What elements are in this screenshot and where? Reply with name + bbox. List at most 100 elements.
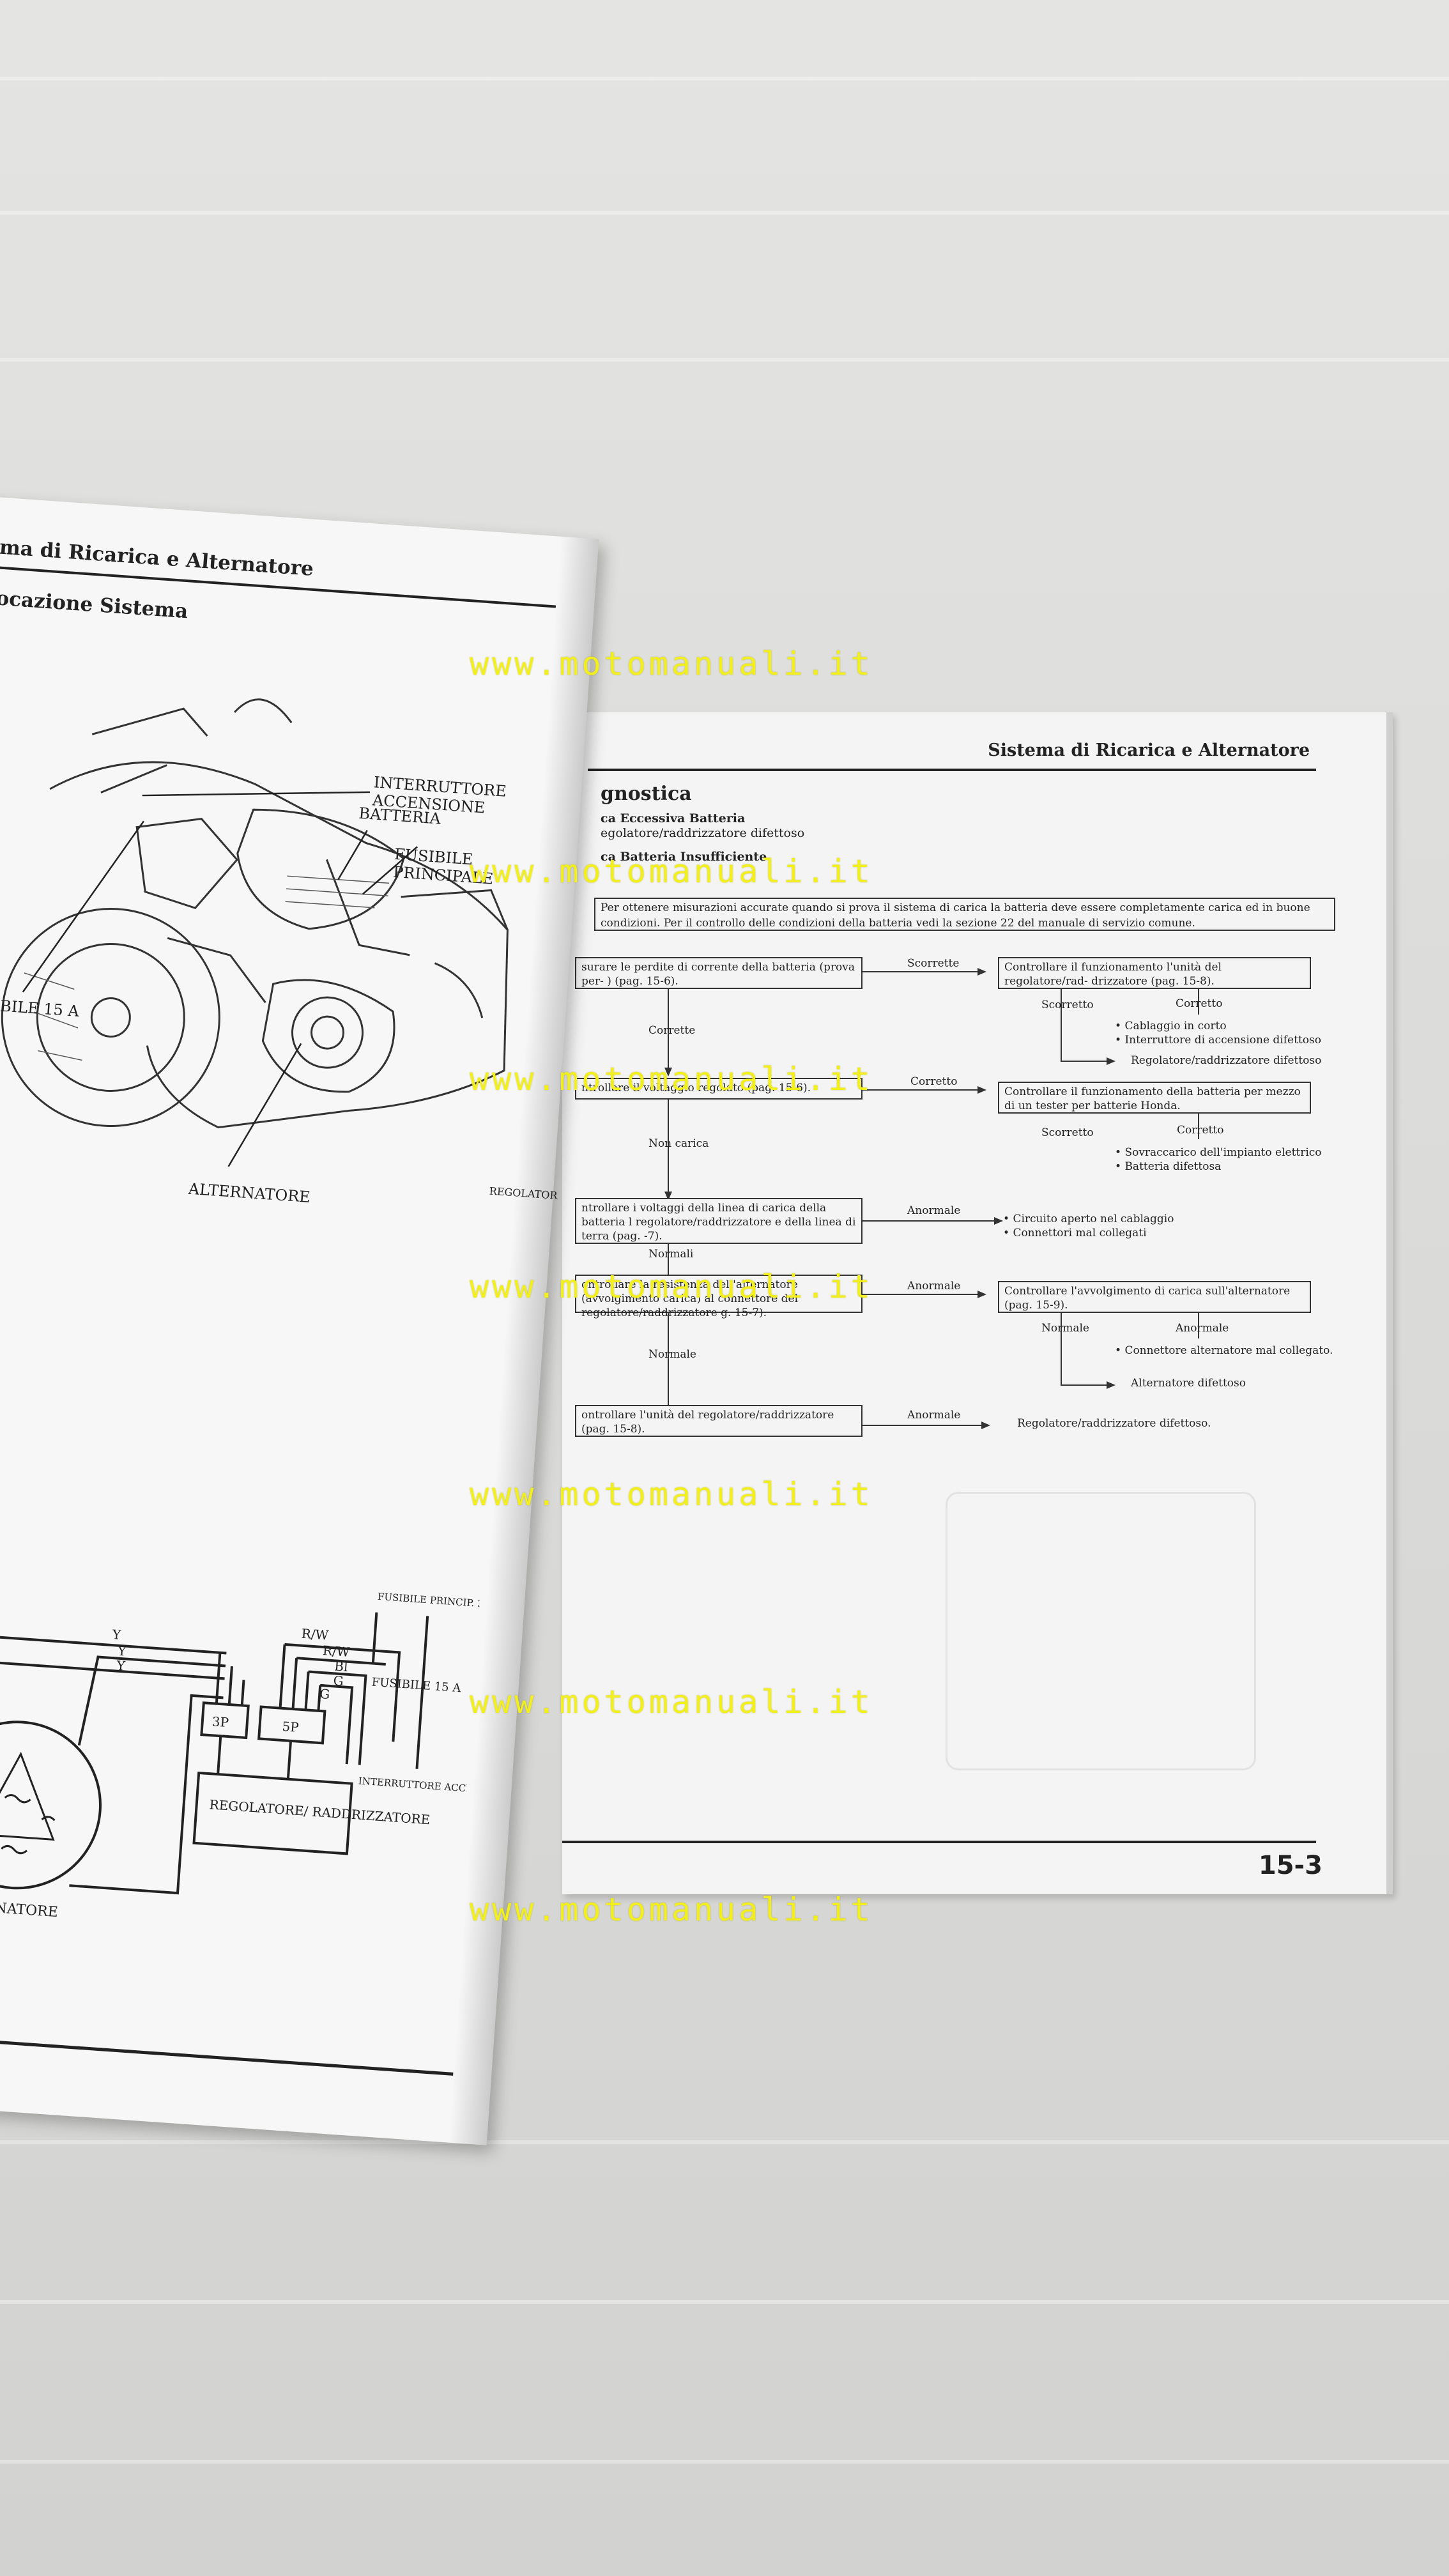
bg-stripe <box>0 2300 1449 2304</box>
flow-result: Regolatore/raddrizzatore difettoso. <box>1017 1417 1211 1430</box>
list-item: • Connettori mal collegati <box>1003 1227 1147 1239</box>
list-item: • Connettore alternatore mal collegato. <box>1115 1344 1333 1357</box>
wire-label: G <box>333 1673 344 1689</box>
wire-label: R/W <box>301 1626 329 1643</box>
connector <box>862 971 980 972</box>
watermark: www.motomanuali.it <box>470 1891 873 1928</box>
section-title: ocazione Sistema <box>0 586 189 624</box>
flow-label: Corretto <box>1176 997 1223 1010</box>
flow-label: Scorretto <box>1041 1126 1094 1139</box>
connector <box>668 1313 669 1409</box>
bg-stripe <box>0 77 1449 80</box>
main-fuse-label: FUSIBILE PRINCIP. 30 A <box>378 1591 482 1611</box>
watermark: www.motomanuali.it <box>470 1268 873 1305</box>
sub1-text: egolatore/raddrizzatore difettoso <box>601 826 805 840</box>
bg-stripe <box>0 358 1449 362</box>
flow-box-alternator-coil: Controllare l'avvolgimento di carica sul… <box>998 1281 1311 1313</box>
wire-label: Y <box>116 1643 127 1659</box>
wire-label: Y <box>111 1627 122 1643</box>
arrow <box>977 1086 986 1094</box>
arrow <box>1107 1057 1116 1065</box>
connector <box>668 1100 669 1195</box>
bullet-list: • Sovraccarico dell'impianto elettrico •… <box>1115 1146 1322 1174</box>
bg-stripe <box>0 211 1449 215</box>
flow-result: Alternatore difettoso <box>1131 1377 1246 1390</box>
flow-label: Normale <box>1041 1322 1089 1335</box>
connector <box>862 1089 980 1091</box>
bg-stripe <box>0 2140 1449 2144</box>
page-number: 15-3 <box>1258 1851 1322 1880</box>
footer-rule <box>0 2033 454 2076</box>
connector <box>1061 1384 1108 1386</box>
flow-box-regulator: Controllare il funzionamento l'unità del… <box>998 957 1311 989</box>
connector-label: 3P <box>211 1713 229 1730</box>
connector <box>668 989 669 1072</box>
flow-step-4: ontrollare la resistenza dell'alternator… <box>575 1275 862 1319</box>
flow-result: Regolatore/raddrizzatore difettoso <box>1131 1054 1322 1067</box>
connector <box>862 1294 980 1295</box>
wiring-diagram: Y Y Y R/W R/W Bl G G 3P 5P FUSIBILE 15 A… <box>0 1591 482 1920</box>
flow-step-3: ntrollare i voltaggi della linea di cari… <box>575 1198 862 1244</box>
flow-label: Non carica <box>648 1137 709 1150</box>
motorcycle-illustration <box>1 698 509 1167</box>
left-page-header: ma di Ricarica e Alternatore <box>0 535 314 581</box>
right-page: Sistema di Ricarica e Alternatore gnosti… <box>562 712 1393 1894</box>
flow-label: Anormale <box>1176 1322 1229 1335</box>
arrow <box>994 1217 1003 1225</box>
watermark: www.motomanuali.it <box>470 853 873 890</box>
flow-step-2: ntrollare il voltaggio regolato (pag. 15… <box>575 1078 862 1100</box>
arrow <box>664 1068 672 1077</box>
arrow <box>977 1291 986 1298</box>
note-box: Per ottenere misurazioni accurate quando… <box>594 898 1335 931</box>
arrow <box>981 1422 990 1429</box>
list-item: • Interruttore di accensione difettoso <box>1115 1034 1321 1046</box>
header-rule <box>588 769 1316 771</box>
faded-illustration <box>946 1492 1256 1770</box>
flow-step-1: surare le perdite di corrente della batt… <box>575 957 862 989</box>
connector <box>1198 1114 1199 1139</box>
flow-box-battery-test: Controllare il funzionamento della batte… <box>998 1082 1311 1114</box>
section-title: gnostica <box>601 783 692 805</box>
arrow <box>977 968 986 976</box>
bullet-list: • Connettore alternatore mal collegato. <box>1115 1344 1333 1358</box>
fuse-label: FUSIBILE 15 A <box>371 1676 462 1696</box>
arrow <box>1107 1381 1116 1389</box>
connector <box>862 1220 997 1222</box>
flow-label: Corretto <box>1177 1124 1224 1137</box>
wire-label: R/W <box>322 1643 350 1660</box>
ignition-label: INTERRUTTORE ACCENSIONE <box>358 1775 481 1797</box>
regulator-label: REGOLATORE/ RADDRIZZATORE <box>209 1797 431 1827</box>
bg-stripe <box>0 2460 1449 2464</box>
list-item: • Cablaggio in corto <box>1115 1020 1227 1032</box>
connector <box>862 1425 984 1426</box>
flow-label: Normali <box>648 1248 694 1261</box>
connector <box>1061 1061 1108 1062</box>
connector <box>1198 1313 1199 1338</box>
flow-label: Normale <box>648 1348 696 1361</box>
wire-label: Y <box>116 1658 126 1674</box>
watermark: www.motomanuali.it <box>470 645 873 682</box>
connector-label: 5P <box>282 1719 300 1735</box>
list-item: • Batteria difettosa <box>1115 1160 1222 1173</box>
wire-label: Bl <box>334 1658 349 1674</box>
connector <box>1198 989 1199 1015</box>
flow-label: Scorrette <box>907 957 960 970</box>
list-item: • Circuito aperto nel cablaggio <box>1003 1213 1174 1225</box>
bullet-list: • Circuito aperto nel cablaggio • Connet… <box>1003 1212 1174 1240</box>
connector <box>1061 989 1062 1061</box>
wire-label: G <box>319 1686 330 1702</box>
sub1-title: ca Eccessiva Batteria <box>601 811 746 825</box>
connector <box>1061 1313 1062 1384</box>
flow-label: Corretto <box>910 1075 958 1088</box>
sub2-title: ca Batteria Insufficiente <box>601 850 767 864</box>
alternator-label: ALTERNATORE <box>0 1897 59 1920</box>
flow-label: Anormale <box>907 1280 961 1292</box>
flow-label: Anormale <box>907 1409 961 1422</box>
left-page: ma di Ricarica e Alternatore ocazione Si… <box>0 492 599 2145</box>
footer-rule <box>562 1841 1316 1843</box>
flow-step-5: ontrollare l'unità del regolatore/raddri… <box>575 1405 862 1437</box>
right-page-header: Sistema di Ricarica e Alternatore <box>988 740 1310 760</box>
watermark: www.motomanuali.it <box>470 1476 873 1513</box>
list-item: • Sovraccarico dell'impianto elettrico <box>1115 1146 1322 1159</box>
flow-label: Scorretto <box>1041 999 1094 1011</box>
